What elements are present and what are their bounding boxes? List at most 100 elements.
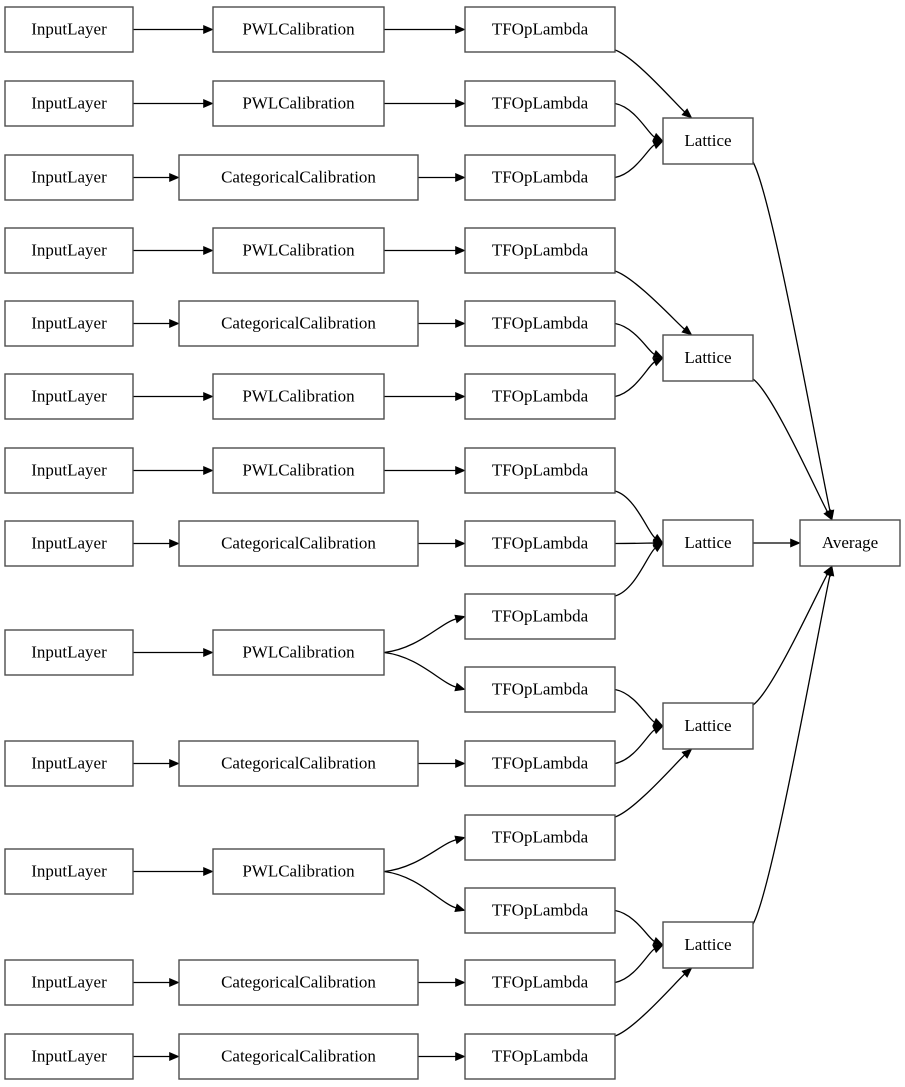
node-box-tf10[interactable] xyxy=(464,666,616,713)
node-cal6[interactable]: PWLCalibration xyxy=(212,373,385,420)
node-box-cal10[interactable] xyxy=(178,740,419,787)
node-lat2[interactable]: Lattice xyxy=(662,334,754,382)
node-tf1[interactable]: TFOpLambda xyxy=(464,6,616,53)
node-cal10[interactable]: CategoricalCalibration xyxy=(178,740,419,787)
node-box-tf4[interactable] xyxy=(464,227,616,274)
edge-tfop-lambda-to-lattice xyxy=(614,102,655,138)
node-cal5[interactable]: CategoricalCalibration xyxy=(178,300,419,347)
node-box-lat2[interactable] xyxy=(662,334,754,382)
node-avg[interactable]: Average xyxy=(799,519,901,567)
node-box-lat5[interactable] xyxy=(662,921,754,969)
node-box-in4[interactable] xyxy=(4,227,134,274)
node-box-tf9[interactable] xyxy=(464,593,616,640)
node-tf8[interactable]: TFOpLambda xyxy=(464,520,616,567)
node-tf15[interactable]: TFOpLambda xyxy=(464,1033,616,1080)
node-in5[interactable]: InputLayer xyxy=(4,300,134,347)
node-tf10[interactable]: TFOpLambda xyxy=(464,666,616,713)
node-in4[interactable]: InputLayer xyxy=(4,227,134,274)
node-lat1[interactable]: Lattice xyxy=(662,117,754,165)
node-in7[interactable]: InputLayer xyxy=(4,447,134,494)
node-box-tf13[interactable] xyxy=(464,887,616,934)
node-box-in6[interactable] xyxy=(4,373,134,420)
node-box-tf14[interactable] xyxy=(464,959,616,1006)
arrowhead-icon xyxy=(454,835,466,845)
node-box-cal13[interactable] xyxy=(178,1033,419,1080)
node-cal8[interactable]: CategoricalCalibration xyxy=(178,520,419,567)
node-box-cal8[interactable] xyxy=(178,520,419,567)
node-box-cal4[interactable] xyxy=(212,227,385,274)
node-in1[interactable]: InputLayer xyxy=(4,6,134,53)
node-box-lat3[interactable] xyxy=(662,519,754,567)
node-cal7[interactable]: PWLCalibration xyxy=(212,447,385,494)
node-in8[interactable]: InputLayer xyxy=(4,520,134,567)
node-tf3[interactable]: TFOpLambda xyxy=(464,154,616,201)
node-box-tf7[interactable] xyxy=(464,447,616,494)
node-tf2[interactable]: TFOpLambda xyxy=(464,80,616,127)
node-box-cal9[interactable] xyxy=(212,629,385,676)
node-in10[interactable]: InputLayer xyxy=(4,740,134,787)
node-box-cal3[interactable] xyxy=(178,154,419,201)
node-lat5[interactable]: Lattice xyxy=(662,921,754,969)
node-tf7[interactable]: TFOpLambda xyxy=(464,447,616,494)
edge-pwlcalibration-to-tfop-lambda xyxy=(383,870,457,909)
node-cal2[interactable]: PWLCalibration xyxy=(212,80,385,127)
node-box-cal11[interactable] xyxy=(212,848,385,895)
node-box-in5[interactable] xyxy=(4,300,134,347)
node-in13[interactable]: InputLayer xyxy=(4,1033,134,1080)
node-tf5[interactable]: TFOpLambda xyxy=(464,300,616,347)
node-box-cal7[interactable] xyxy=(212,447,385,494)
node-box-avg[interactable] xyxy=(799,519,901,567)
node-tf9[interactable]: TFOpLambda xyxy=(464,593,616,640)
node-lat3[interactable]: Lattice xyxy=(662,519,754,567)
node-box-tf6[interactable] xyxy=(464,373,616,420)
node-box-in9[interactable] xyxy=(4,629,134,676)
node-box-in10[interactable] xyxy=(4,740,134,787)
node-box-tf2[interactable] xyxy=(464,80,616,127)
node-tf14[interactable]: TFOpLambda xyxy=(464,959,616,1006)
arrowhead-icon xyxy=(454,614,466,624)
node-box-in11[interactable] xyxy=(4,848,134,895)
node-cal11[interactable]: PWLCalibration xyxy=(212,848,385,895)
node-box-tf3[interactable] xyxy=(464,154,616,201)
node-box-tf15[interactable] xyxy=(464,1033,616,1080)
node-in6[interactable]: InputLayer xyxy=(4,373,134,420)
node-box-tf1[interactable] xyxy=(464,6,616,53)
node-box-tf5[interactable] xyxy=(464,300,616,347)
node-in2[interactable]: InputLayer xyxy=(4,80,134,127)
node-box-cal6[interactable] xyxy=(212,373,385,420)
node-box-tf12[interactable] xyxy=(464,814,616,861)
node-box-in7[interactable] xyxy=(4,447,134,494)
node-box-lat1[interactable] xyxy=(662,117,754,165)
edge-tfop-lambda-to-lattice xyxy=(614,361,655,398)
node-box-tf8[interactable] xyxy=(464,520,616,567)
node-cal9[interactable]: PWLCalibration xyxy=(212,629,385,676)
node-tf11[interactable]: TFOpLambda xyxy=(464,740,616,787)
node-cal13[interactable]: CategoricalCalibration xyxy=(178,1033,419,1080)
node-box-in13[interactable] xyxy=(4,1033,134,1080)
node-box-cal2[interactable] xyxy=(212,80,385,127)
node-box-cal5[interactable] xyxy=(178,300,419,347)
node-box-tf11[interactable] xyxy=(464,740,616,787)
node-in11[interactable]: InputLayer xyxy=(4,848,134,895)
node-box-cal1[interactable] xyxy=(212,6,385,53)
node-cal1[interactable]: PWLCalibration xyxy=(212,6,385,53)
node-tf13[interactable]: TFOpLambda xyxy=(464,887,616,934)
node-box-in1[interactable] xyxy=(4,6,134,53)
node-tf6[interactable]: TFOpLambda xyxy=(464,373,616,420)
node-cal3[interactable]: CategoricalCalibration xyxy=(178,154,419,201)
node-lat4[interactable]: Lattice xyxy=(662,702,754,750)
node-cal12[interactable]: CategoricalCalibration xyxy=(178,959,419,1006)
node-box-cal12[interactable] xyxy=(178,959,419,1006)
node-box-in2[interactable] xyxy=(4,80,134,127)
node-in3[interactable]: InputLayer xyxy=(4,154,134,201)
node-box-in12[interactable] xyxy=(4,959,134,1006)
node-box-in3[interactable] xyxy=(4,154,134,201)
node-box-lat4[interactable] xyxy=(662,702,754,750)
node-in12[interactable]: InputLayer xyxy=(4,959,134,1006)
node-cal4[interactable]: PWLCalibration xyxy=(212,227,385,274)
node-in9[interactable]: InputLayer xyxy=(4,629,134,676)
node-box-in8[interactable] xyxy=(4,520,134,567)
arrowhead-icon xyxy=(652,717,664,727)
node-tf4[interactable]: TFOpLambda xyxy=(464,227,616,274)
node-tf12[interactable]: TFOpLambda xyxy=(464,814,616,861)
